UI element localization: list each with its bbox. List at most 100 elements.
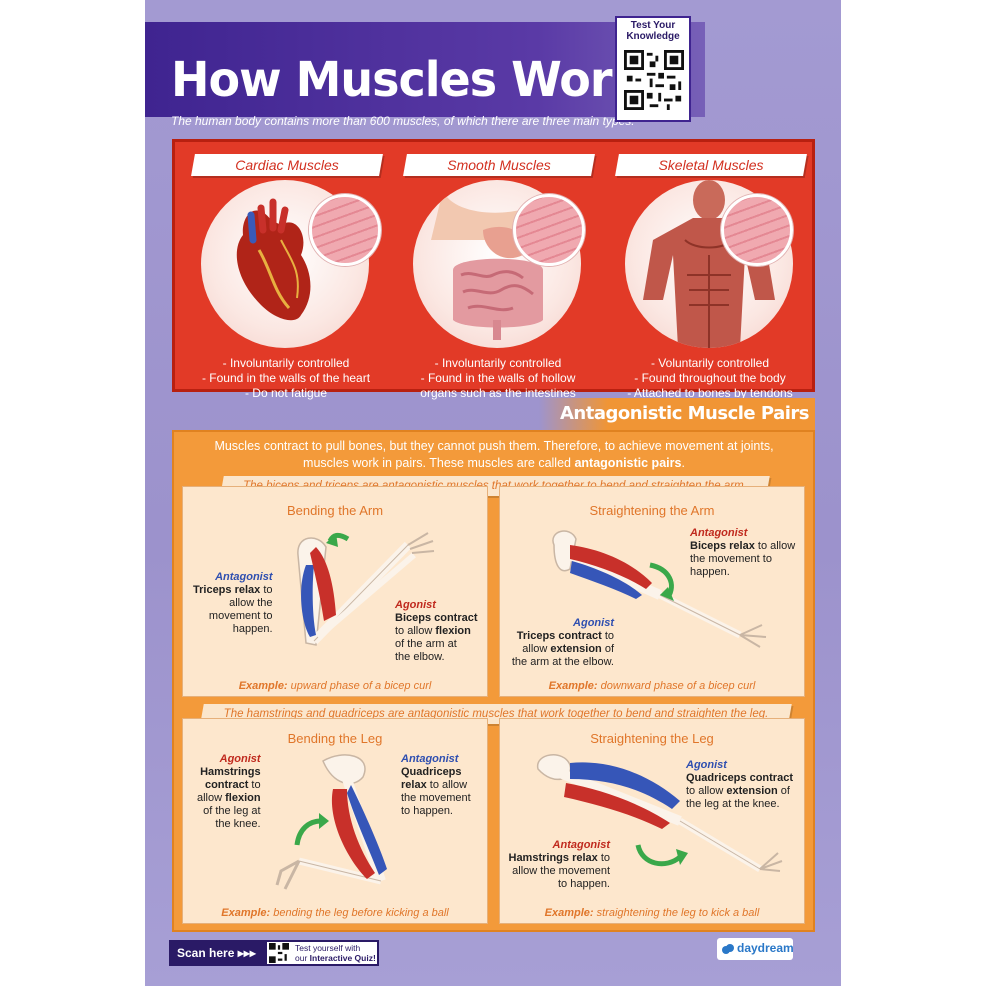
intestine-icon [431, 190, 563, 340]
straightening-leg-card: Straightening the Leg Agonist Quadriceps… [499, 718, 805, 924]
cardiac-tissue-zoom [309, 194, 381, 266]
quadriceps-text-b: the movement [401, 792, 471, 804]
extension-line: to allow extension of [686, 785, 793, 798]
smooth-column: Smooth Muscles - Involuntarily controlle… [393, 154, 595, 400]
straightening-arm-illustration [552, 530, 767, 648]
quadriceps-relax-line: relax to allow [401, 779, 471, 792]
poster: How Muscles Work The human body contains… [145, 0, 841, 986]
hamstrings-relax-line: Hamstrings relax to [504, 852, 611, 865]
straightening-arm-example: Example: downward phase of a bicep curl [500, 680, 804, 692]
hamstrings-relax-action: Hamstrings relax [508, 852, 598, 864]
biceps-note-text-b: the elbow. [395, 651, 445, 663]
straightening-leg-agonist-note: Agonist Quadriceps contract to allow ext… [686, 759, 793, 811]
skeletal-facts: - Voluntarily controlled - Found through… [605, 356, 815, 401]
triceps-role-label: Agonist [573, 617, 614, 629]
cloud-logo-icon [722, 944, 734, 954]
skeletal-fact-2: - Found throughout the body [634, 371, 786, 385]
skeletal-column: Skeletal Muscles - Voluntarily controlle… [605, 154, 807, 400]
bending-arm-card: Bending the Arm Antagonist Triceps relax… [182, 486, 488, 697]
bending-arm-antagonist-note: Antagonist Triceps relax to allow the mo… [193, 571, 273, 636]
triceps-contract-text-c: the arm at the elbow. [511, 656, 614, 668]
heart-icon [236, 198, 311, 321]
smooth-fact-3: organs such as the intestines [420, 386, 576, 400]
antagonistic-intro: Muscles contract to pull bones, but they… [194, 438, 794, 472]
intro-period: . [681, 456, 685, 470]
extension-term: extension [726, 785, 778, 797]
quadriceps-label: Quadriceps [401, 766, 462, 778]
biceps-role-label: Antagonist [690, 527, 748, 539]
scan-quiz-button[interactable]: Scan here ▸▸▸ Test yourself with our Int… [169, 940, 379, 966]
hamstrings-pre: allow [197, 792, 223, 804]
example-label: Example: [238, 680, 288, 692]
bending-leg-illustration [275, 754, 387, 890]
biceps-relax-line: Biceps relax to allow [690, 540, 795, 553]
example-text: bending the leg before kicking a ball [270, 907, 449, 919]
bending-leg-example: Example: bending the leg before kicking … [183, 907, 487, 919]
qr-label-line1: Test Your [630, 20, 676, 31]
straightening-arm-card: Straightening the Arm Antagonist Biceps … [499, 486, 805, 697]
straightening-leg-title: Straightening the Leg [590, 731, 714, 746]
scan-text-line2: our Interactive Quiz! [295, 953, 376, 963]
interactive-quiz-label: Interactive Quiz! [309, 953, 376, 963]
flexion-term: flexion [225, 792, 261, 804]
bending-leg-card: Bending the Leg Agonist Hamstrings contr… [182, 718, 488, 924]
extension-line: allow extension of [508, 643, 614, 656]
test-knowledge-qr[interactable]: Test Your Knowledge [615, 16, 691, 122]
triceps-note-line1: Triceps relax to [193, 584, 273, 597]
triceps-contract-text-b: of [601, 643, 614, 655]
hamstrings-text-c: to happen. [558, 878, 610, 890]
straightening-arm-antagonist-note: Antagonist Biceps relax to allow the mov… [690, 527, 795, 579]
page-title: How Muscles Work [171, 50, 642, 108]
triceps-contract-line: Triceps contract to [508, 630, 614, 643]
antagonistic-title: Antagonistic Muscle Pairs [559, 403, 810, 424]
cardiac-facts: - Involuntarily controlled - Found in th… [181, 356, 391, 401]
straightening-arm-agonist-note: Agonist Triceps contract to allow extens… [508, 617, 614, 669]
antagonistic-title-band: Antagonistic Muscle Pairs [539, 398, 815, 432]
muscle-types-panel: Cardiac Muscles - Involuntarily controll… [172, 139, 815, 400]
scan-text-line1: Test yourself with [295, 943, 361, 953]
bending-leg-antagonist-note: Antagonist Quadriceps relax to allow the… [401, 753, 471, 818]
triceps-contract-pre: allow [522, 643, 548, 655]
biceps-relax-text-b: the movement to [690, 553, 772, 565]
intro-line-1: Muscles contract to pull bones, but they… [214, 439, 774, 453]
biceps-note-line: to allow flexion [395, 625, 478, 638]
hamstrings-text-b: allow the movement [512, 865, 610, 877]
title-band: How Muscles Work The human body contains… [145, 22, 705, 128]
hamstrings-role-label: Agonist [219, 753, 261, 765]
cardiac-fact-3: - Do not fatigue [244, 386, 328, 400]
straightening-leg-antagonist-note: Antagonist Hamstrings relax to allow the… [504, 839, 611, 891]
straightening-arm-title: Straightening the Arm [589, 503, 715, 518]
cardiac-tag: Cardiac Muscles [191, 154, 383, 176]
scan-here-label: Scan here ▸▸▸ [171, 942, 267, 964]
straightening-leg-example: Example: straightening the leg to kick a… [500, 907, 804, 919]
biceps-relax-action: Biceps relax [690, 540, 755, 552]
bending-leg-title: Bending the Leg [287, 731, 383, 746]
smooth-facts: - Involuntarily controlled - Found in th… [393, 356, 603, 401]
quadriceps-pre: to allow [686, 785, 724, 797]
cardiac-column: Cardiac Muscles - Involuntarily controll… [181, 154, 383, 400]
biceps-note-pre: to allow [395, 625, 433, 637]
quadriceps-role-label: Agonist [686, 759, 727, 771]
bending-arm-title: Bending the Arm [286, 503, 384, 518]
example-label: Example: [544, 907, 594, 919]
triceps-role-label: Antagonist [215, 571, 273, 583]
bending-arm-example: Example: upward phase of a bicep curl [183, 680, 487, 692]
triceps-note-text-b: allow the [229, 597, 273, 609]
skeletal-tag: Skeletal Muscles [615, 154, 807, 176]
biceps-relax-text-c: happen. [690, 566, 730, 578]
hamstrings-label: Hamstrings [200, 766, 261, 778]
hamstrings-text-a: to [248, 779, 261, 791]
smooth-title: Smooth Muscles [447, 157, 551, 173]
biceps-note-text-a: of the arm at [395, 638, 457, 650]
flexion-line: allow flexion [197, 792, 261, 805]
quadriceps-text-a: of [777, 785, 790, 797]
hamstrings-text-b: of the leg at [203, 805, 261, 817]
bending-arm-agonist-note: Agonist Biceps contract to allow flexion… [395, 599, 478, 664]
biceps-action: Biceps contract [395, 612, 478, 624]
bending-leg-agonist-note: Agonist Hamstrings contract to allow fle… [197, 753, 261, 831]
hamstrings-text-c: the knee. [215, 818, 261, 830]
small-qr-code-icon [269, 943, 289, 963]
smooth-fact-2: - Found in the walls of hollow [420, 371, 576, 385]
cardiac-fact-1: - Involuntarily controlled [222, 356, 350, 370]
biceps-relax-text-a: to allow [754, 540, 796, 552]
